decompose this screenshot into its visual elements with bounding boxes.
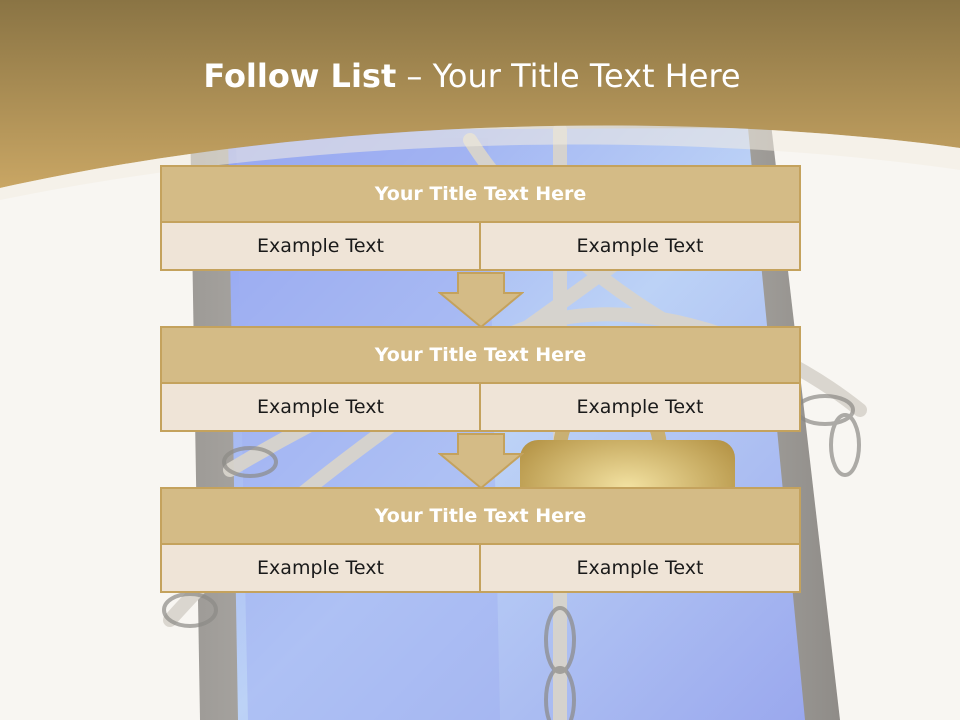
- title-bold: Follow List: [203, 57, 397, 95]
- list-block-3: Your Title Text Here Example Text Exampl…: [160, 487, 801, 593]
- list-block-2: Your Title Text Here Example Text Exampl…: [160, 326, 801, 432]
- block-cell-right: Example Text: [479, 221, 801, 271]
- title-banner: [0, 0, 960, 200]
- chain-links: [162, 394, 861, 720]
- down-arrow-icon: [438, 433, 524, 490]
- block-cell-left: Example Text: [160, 382, 481, 432]
- down-arrow-icon: [438, 272, 524, 329]
- block-heading: Your Title Text Here: [160, 165, 801, 223]
- block-cell-left: Example Text: [160, 543, 481, 593]
- block-cell-left: Example Text: [160, 221, 481, 271]
- list-block-1: Your Title Text Here Example Text Exampl…: [160, 165, 801, 271]
- title-rest: – Your Title Text Here: [396, 57, 741, 95]
- block-cell-right: Example Text: [479, 382, 801, 432]
- slide-title: Follow List – Your Title Text Here: [0, 54, 944, 98]
- block-heading: Your Title Text Here: [160, 326, 801, 384]
- block-cell-right: Example Text: [479, 543, 801, 593]
- block-heading: Your Title Text Here: [160, 487, 801, 545]
